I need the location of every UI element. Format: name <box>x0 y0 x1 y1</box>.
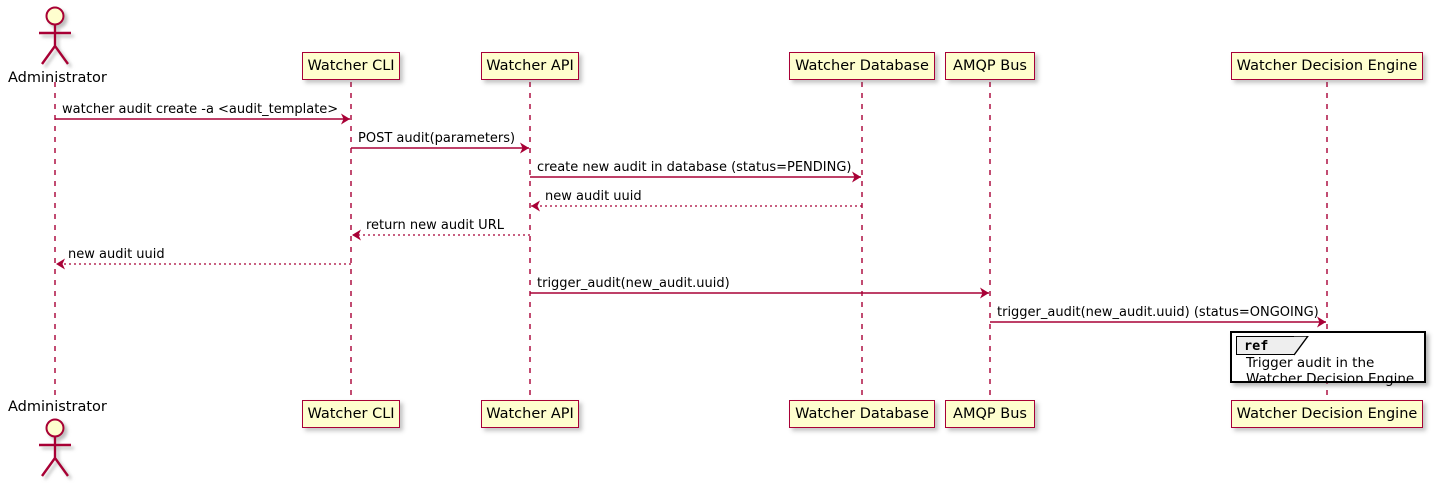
message-3 <box>530 171 861 183</box>
actor-glyphs-group <box>39 6 71 477</box>
participant-label: Watcher Decision Engine <box>1236 57 1418 74</box>
message-label-3: create new audit in database (status=PEN… <box>537 160 852 175</box>
actor-icon-administrator-top <box>39 6 71 65</box>
participant-label: Watcher API <box>486 57 574 74</box>
message-4 <box>531 200 862 212</box>
message-7 <box>530 287 989 299</box>
participant-label: AMQP Bus <box>953 405 1027 422</box>
participant-box-api-bottom[interactable]: Watcher API <box>481 400 579 428</box>
arrowhead-icon <box>1317 316 1326 328</box>
participant-box-db-top[interactable]: Watcher Database <box>789 52 935 80</box>
participant-label: Watcher CLI <box>307 405 395 422</box>
participant-label: Watcher Decision Engine <box>1236 405 1418 422</box>
actor-label-administrator-bottom: Administrator <box>8 399 107 415</box>
participant-box-amqp-top[interactable]: AMQP Bus <box>945 52 1035 80</box>
message-label-7: trigger_audit(new_audit.uuid) <box>537 276 730 291</box>
arrowhead-icon <box>531 200 540 212</box>
lifelines-group <box>54 82 1328 398</box>
participant-box-wde-bottom[interactable]: Watcher Decision Engine <box>1231 400 1423 428</box>
message-label-1: watcher audit create -a <audit_template> <box>62 102 339 117</box>
message-1 <box>55 113 350 125</box>
participant-label: Watcher Database <box>795 57 929 74</box>
ref-fragment: ref Trigger audit in the Watcher Decisio… <box>1230 331 1426 387</box>
arrowhead-icon <box>56 258 65 270</box>
participant-label: Watcher API <box>486 405 574 422</box>
message-2 <box>351 142 529 154</box>
message-label-4: new audit uuid <box>545 189 642 204</box>
message-label-5: return new audit URL <box>366 218 504 233</box>
arrowhead-icon <box>520 142 529 154</box>
ref-fragment-line-2: Watcher Decision Engine <box>1246 371 1415 387</box>
participant-label: Watcher CLI <box>307 57 395 74</box>
participant-box-amqp-bottom[interactable]: AMQP Bus <box>945 400 1035 428</box>
participant-box-wde-top[interactable]: Watcher Decision Engine <box>1231 52 1423 80</box>
arrowhead-icon <box>341 113 350 125</box>
actor-label-administrator-top: Administrator <box>8 70 107 86</box>
message-6 <box>56 258 351 270</box>
participant-box-cli-bottom[interactable]: Watcher CLI <box>302 400 400 428</box>
arrowhead-icon <box>852 171 861 183</box>
ref-tag-corner-icon <box>1294 336 1309 356</box>
message-5 <box>352 229 530 241</box>
message-label-6: new audit uuid <box>68 247 165 262</box>
arrowhead-icon <box>352 229 361 241</box>
messages-group <box>55 113 1326 328</box>
participant-label: AMQP Bus <box>953 57 1027 74</box>
ref-fragment-line-1: Trigger audit in the <box>1246 355 1375 371</box>
arrowhead-icon <box>980 287 989 299</box>
participant-box-db-bottom[interactable]: Watcher Database <box>789 400 935 428</box>
ref-fragment-text: Trigger audit in the Watcher Decision En… <box>1246 355 1414 387</box>
message-label-2: POST audit(parameters) <box>358 131 516 146</box>
actor-icon-administrator-bottom <box>39 418 71 477</box>
message-label-8: trigger_audit(new_audit.uuid) (status=ON… <box>997 305 1319 320</box>
ref-fragment-tag: ref <box>1236 336 1294 355</box>
participant-box-api-top[interactable]: Watcher API <box>481 52 579 80</box>
participant-box-cli-top[interactable]: Watcher CLI <box>302 52 400 80</box>
message-8 <box>990 316 1326 328</box>
participant-label: Watcher Database <box>795 405 929 422</box>
